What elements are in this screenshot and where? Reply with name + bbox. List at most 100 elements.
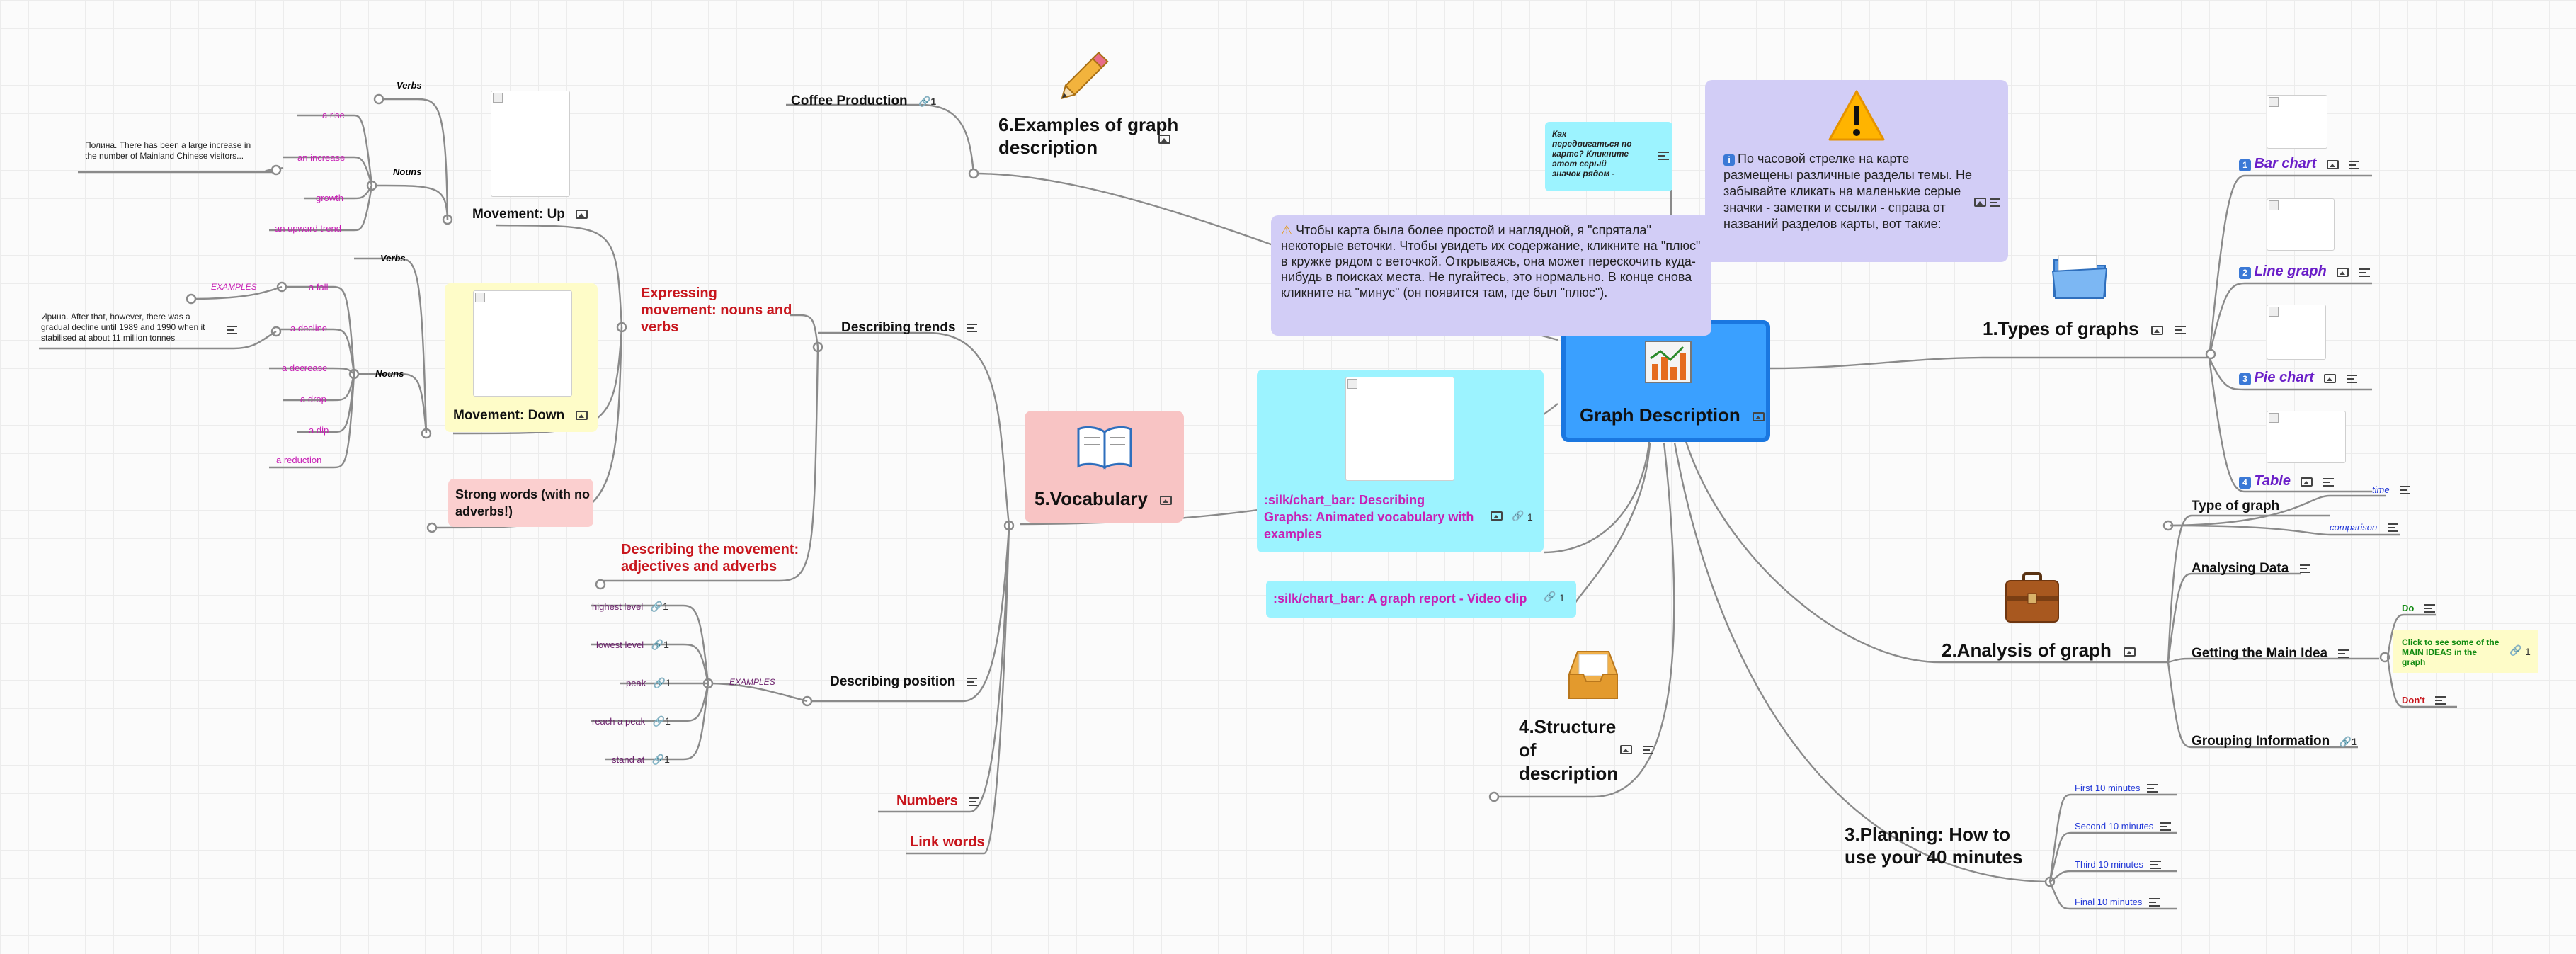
note-icon[interactable] xyxy=(2149,897,2160,907)
first-10-minutes-item[interactable]: First 10 minutes xyxy=(2075,782,2158,795)
note-icon[interactable] xyxy=(2435,695,2446,705)
lowest-level-item[interactable]: lowest level 🔗1 xyxy=(596,639,669,650)
stand-at-item[interactable]: stand at 🔗1 xyxy=(612,754,670,765)
describing-position-item[interactable]: Describing position xyxy=(830,674,977,690)
image-icon[interactable] xyxy=(2124,647,2136,657)
hidden-branches-note[interactable]: ⚠ Чтобы карта была более простой и нагля… xyxy=(1271,215,1711,336)
navigation-note[interactable]: Как передвигаться по карте? Кликните это… xyxy=(1545,122,1672,191)
planning-topic[interactable]: 3.Planning: How to use your 40 minutes xyxy=(1845,824,2023,868)
up-nouns-item[interactable]: Nouns xyxy=(393,166,422,177)
structure-topic[interactable]: 4.Structure of description xyxy=(1519,716,1619,784)
note-icon[interactable] xyxy=(2175,326,2187,335)
main-ideas-link[interactable]: Click to see some of the MAIN IDEAS in t… xyxy=(2393,630,2538,673)
movement-down-topic[interactable]: Movement: Down xyxy=(445,283,598,432)
analysing-data-item[interactable]: Analysing Data xyxy=(2192,561,2310,577)
down-noun-decline[interactable]: a decline xyxy=(290,323,328,334)
video-clip-link[interactable]: :silk/chart_bar: A graph report - Video … xyxy=(1266,581,1576,618)
animated-vocabulary-link[interactable]: :silk/chart_bar: Describing Graphs: Anim… xyxy=(1257,370,1544,552)
time-item[interactable]: time xyxy=(2372,484,2411,496)
link-icon[interactable]: 🔗 xyxy=(1512,510,1524,521)
down-example-text[interactable]: Ирина. After that, however, there was a … xyxy=(41,312,205,343)
grouping-information-item[interactable]: Grouping Information 🔗1 xyxy=(2192,734,2357,749)
note-icon[interactable] xyxy=(2150,860,2161,869)
position-examples-label[interactable]: EXAMPLES xyxy=(729,677,775,687)
link-icon[interactable]: 🔗 xyxy=(651,754,665,765)
table-item[interactable]: 4 Table xyxy=(2239,473,2334,489)
strong-words-item[interactable]: Strong words (with no adverbs!) xyxy=(448,479,593,527)
type-of-graph-item[interactable]: Type of graph xyxy=(2192,499,2280,513)
note-icon[interactable] xyxy=(2400,485,2411,494)
down-noun-drop[interactable]: a drop xyxy=(300,394,326,404)
note-icon[interactable] xyxy=(966,323,977,332)
image-icon[interactable] xyxy=(2324,374,2337,384)
link-icon[interactable]: 🔗 xyxy=(2339,736,2352,747)
up-noun-rise[interactable]: a rise xyxy=(322,110,345,120)
note-icon[interactable] xyxy=(2299,564,2310,573)
reach-a-peak-item[interactable]: reach a peak 🔗1 xyxy=(592,715,671,727)
final-10-minutes-item[interactable]: Final 10 minutes xyxy=(2075,896,2160,909)
bar-chart-item[interactable]: 1 Bar chart xyxy=(2239,156,2360,172)
peak-item[interactable]: peak 🔗1 xyxy=(626,677,671,688)
link-icon[interactable]: 🔗 xyxy=(650,601,663,612)
line-graph-item[interactable]: 2 Line graph xyxy=(2239,263,2370,280)
note-icon[interactable] xyxy=(2338,649,2349,658)
dont-item[interactable]: Don't xyxy=(2402,694,2446,707)
image-icon[interactable] xyxy=(2326,160,2339,170)
note-icon[interactable] xyxy=(2424,603,2435,613)
down-noun-dip[interactable]: a dip xyxy=(309,425,329,436)
do-item[interactable]: Do xyxy=(2402,602,2435,615)
up-example-text[interactable]: Полина. There has been a large increase … xyxy=(85,140,251,161)
highest-level-item[interactable]: highest level 🔗1 xyxy=(592,601,668,612)
link-icon[interactable]: 🔗 xyxy=(653,677,666,688)
note-icon[interactable] xyxy=(2349,160,2360,169)
note-icon[interactable] xyxy=(1643,746,1653,754)
image-icon[interactable] xyxy=(575,411,588,421)
note-icon[interactable] xyxy=(2147,783,2158,793)
up-verbs-item[interactable]: Verbs xyxy=(397,80,422,91)
movement-up-item[interactable]: Movement: Up xyxy=(472,207,588,222)
describing-trends-item[interactable]: Describing trends xyxy=(841,320,977,336)
numbers-item[interactable]: Numbers xyxy=(896,793,980,810)
image-icon[interactable] xyxy=(1158,135,1170,144)
second-10-minutes-item[interactable]: Second 10 minutes xyxy=(2075,820,2172,833)
image-icon[interactable] xyxy=(1753,411,1765,421)
down-verbs-item[interactable]: Verbs xyxy=(380,253,406,263)
note-icon[interactable] xyxy=(1658,152,1669,160)
note-icon[interactable] xyxy=(1990,198,2000,207)
image-icon[interactable] xyxy=(1620,745,1632,754)
examples-label[interactable]: EXAMPLES xyxy=(211,282,257,292)
down-noun-fall[interactable]: a fall xyxy=(309,282,329,293)
link-icon[interactable]: 🔗 xyxy=(1544,591,1556,602)
image-icon[interactable] xyxy=(1974,198,1986,207)
down-noun-decrease[interactable]: a decrease xyxy=(282,363,328,373)
image-icon[interactable] xyxy=(2301,477,2313,487)
note-icon[interactable] xyxy=(227,326,237,334)
link-icon[interactable]: 🔗 xyxy=(918,96,931,107)
main-idea-item[interactable]: Getting the Main Idea xyxy=(2192,646,2349,661)
central-topic[interactable]: Graph Description xyxy=(1561,320,1770,442)
note-icon[interactable] xyxy=(2323,477,2334,487)
image-icon[interactable] xyxy=(1160,495,1173,505)
describing-movement-item[interactable]: Describing the movement: adjectives and … xyxy=(621,542,799,574)
up-noun-growth[interactable]: growth xyxy=(316,193,344,203)
image-icon[interactable] xyxy=(1491,511,1503,521)
examples-topic[interactable]: 6.Examples of graph description xyxy=(998,114,1179,158)
image-icon[interactable] xyxy=(576,210,588,220)
note-icon[interactable] xyxy=(969,797,980,806)
note-icon[interactable] xyxy=(2346,374,2357,383)
note-icon[interactable] xyxy=(2387,523,2398,532)
down-nouns-item[interactable]: Nouns xyxy=(375,368,404,379)
link-icon[interactable]: 🔗 xyxy=(651,639,664,650)
comparison-item[interactable]: comparison xyxy=(2330,521,2398,534)
pie-chart-item[interactable]: 3 Pie chart xyxy=(2239,370,2357,386)
link-icon[interactable]: 🔗 xyxy=(2509,644,2522,656)
types-of-graphs-topic[interactable]: 1.Types of graphs xyxy=(1983,317,2187,340)
down-noun-reduction[interactable]: a reduction xyxy=(276,455,322,465)
vocabulary-topic[interactable]: 5.Vocabulary xyxy=(1025,411,1184,523)
link-words-item[interactable]: Link words xyxy=(910,834,985,850)
note-icon[interactable] xyxy=(2160,822,2172,831)
expressing-movement-item[interactable]: Expressing movement: nouns and verbs xyxy=(641,285,792,335)
note-icon[interactable] xyxy=(2359,268,2370,277)
third-10-minutes-item[interactable]: Third 10 minutes xyxy=(2075,858,2161,871)
